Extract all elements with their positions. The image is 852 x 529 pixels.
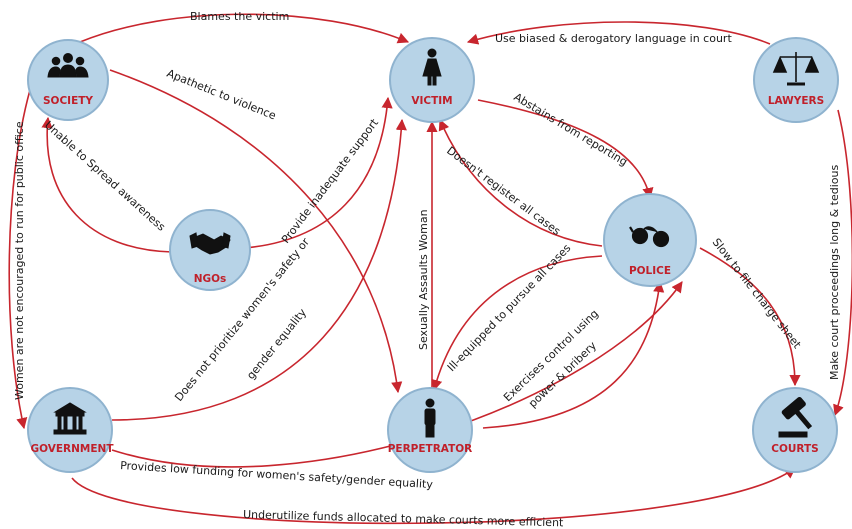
- node-victim[interactable]: VICTIM: [389, 37, 475, 123]
- label-slow-charge: Slow to file charge sheet: [710, 236, 804, 352]
- edge-unable-awareness: [41, 116, 173, 253]
- label-blames-victim: Blames the victim: [190, 10, 289, 23]
- node-perpetrator[interactable]: PERPETRATOR: [387, 387, 473, 473]
- node-label-courts: COURTS: [771, 443, 819, 455]
- node-label-society: SOCIETY: [43, 95, 93, 107]
- node-police[interactable]: POLICE: [603, 193, 697, 287]
- people-group-icon: [47, 53, 89, 78]
- handshake-icon: [189, 232, 231, 255]
- edge-ill-equipped: [431, 255, 603, 392]
- gavel-icon: [778, 396, 813, 438]
- node-courts[interactable]: COURTS: [752, 387, 838, 473]
- edge-women-not-encouraged: [8, 89, 31, 430]
- node-label-ngos: NGOs: [194, 273, 227, 285]
- node-ngos[interactable]: NGOs: [169, 209, 251, 291]
- node-label-lawyers: LAWYERS: [768, 95, 824, 107]
- edge-not-prioritize: [111, 118, 407, 421]
- node-label-police: POLICE: [629, 265, 671, 277]
- label-women-not-encouraged: Women are not encouraged to run for publ…: [13, 121, 26, 400]
- label-sexually-assaults: Sexually Assaults Woman: [417, 209, 430, 350]
- edge-exercises-control: [482, 280, 665, 429]
- label-inadequate-support: Provide inadequate support: [279, 116, 381, 246]
- edges: [8, 13, 852, 525]
- node-label-victim: VICTIM: [411, 95, 452, 107]
- node-lawyers[interactable]: LAWYERS: [753, 37, 839, 123]
- edge-blames-victim: [79, 13, 410, 44]
- edge-not-register: [438, 118, 603, 247]
- label-unable-awareness: Unable to Spread awareness: [42, 119, 168, 234]
- government-building-icon: [53, 402, 87, 435]
- label-biased-language: Use biased & derogatory language in cour…: [495, 32, 732, 45]
- edge-inadequate-support: [244, 96, 393, 249]
- scales-icon: [772, 52, 820, 86]
- label-low-funding: Provides low funding for women's safety/…: [120, 459, 434, 491]
- label-not-prioritize-2: gender equality: [244, 306, 309, 382]
- node-government[interactable]: GOVERNMENT: [27, 387, 114, 473]
- edge-make-court-long: [833, 109, 852, 417]
- handcuffs-icon: [629, 226, 670, 248]
- edge-biased-language: [466, 21, 771, 45]
- node-label-perpetrator: PERPETRATOR: [388, 443, 473, 455]
- label-apathetic: Apathetic to violence: [165, 67, 278, 123]
- edge-slow-charge: [699, 247, 801, 387]
- edge-underutilize: [71, 467, 796, 525]
- label-not-register: Doesn't register all cases: [444, 144, 563, 238]
- edge-apathetic: [109, 69, 403, 394]
- woman-icon: [422, 48, 442, 86]
- label-abstains-reporting: Abstains from reporting: [511, 90, 629, 168]
- label-underutilize: Underutilize funds allocated to make cou…: [243, 508, 564, 529]
- label-make-court-long: Make court proceedings long & tedious: [828, 165, 841, 380]
- man-icon: [424, 398, 436, 438]
- edge-abstains-reporting: [477, 99, 654, 200]
- node-society[interactable]: SOCIETY: [27, 39, 109, 121]
- node-label-government: GOVERNMENT: [30, 443, 114, 455]
